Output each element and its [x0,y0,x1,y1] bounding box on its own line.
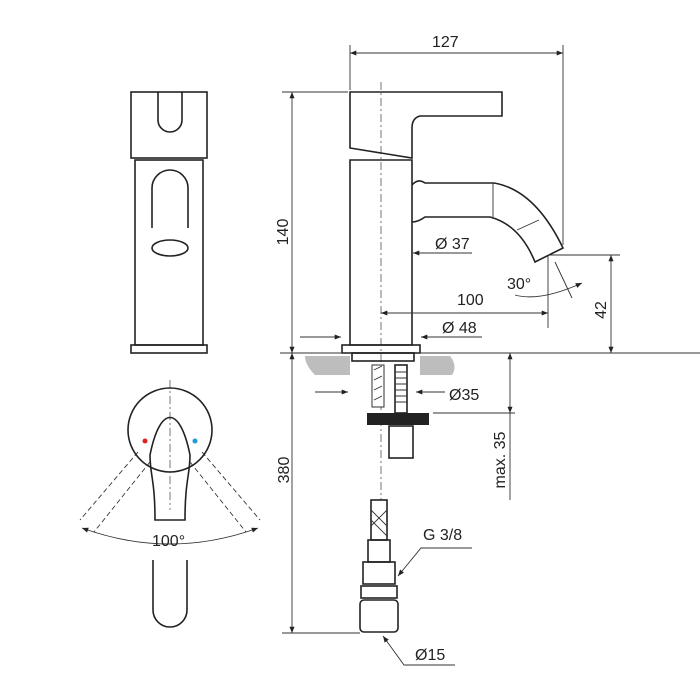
dim-140: 140 [275,219,292,246]
plan-view: 100° [79,380,261,628]
dim-380: 380 [276,457,293,484]
dim-30deg: 30° [507,276,531,293]
cold-indicator-icon [192,438,198,444]
dim-d37: Ø 37 [435,236,470,253]
dim-d35: Ø35 [449,387,479,404]
dim-max35: max. 35 [492,431,509,488]
dim-g38: G 3/8 [423,527,462,544]
dim-d15: Ø15 [415,647,445,664]
hot-indicator-icon [142,438,148,444]
lever-rotation-label: 100° [152,533,185,550]
dim-d48: Ø 48 [442,320,477,337]
dim-127: 127 [432,34,459,51]
dim-42: 42 [593,301,610,319]
front-view [130,91,208,354]
installation-view [280,352,700,633]
dim-100: 100 [457,292,484,309]
dimension-lines [282,45,620,666]
